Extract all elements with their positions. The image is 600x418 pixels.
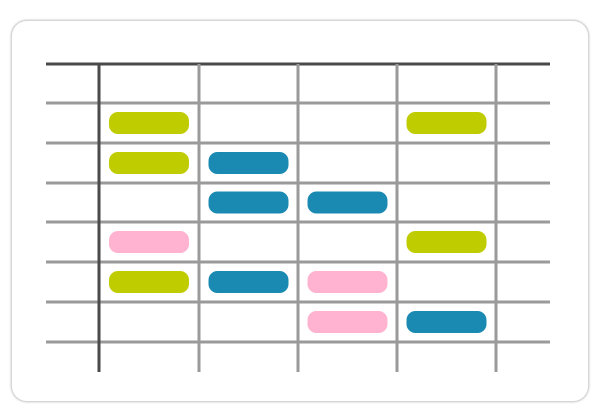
blue-bar <box>406 311 487 333</box>
card-frame <box>11 20 589 402</box>
lime-bar <box>406 231 487 253</box>
blue-bar <box>208 152 289 174</box>
blue-bar <box>208 271 289 293</box>
blue-bar <box>208 191 289 214</box>
lime-bar <box>406 112 487 134</box>
column-lines <box>97 64 498 372</box>
lime-bar <box>109 152 189 174</box>
bars-layer <box>109 112 487 333</box>
pink-bar <box>307 311 388 333</box>
lime-bar <box>109 112 189 134</box>
blue-bar <box>307 191 388 214</box>
pink-bar <box>109 231 189 253</box>
lime-bar <box>109 271 189 293</box>
pink-bar <box>307 271 388 293</box>
